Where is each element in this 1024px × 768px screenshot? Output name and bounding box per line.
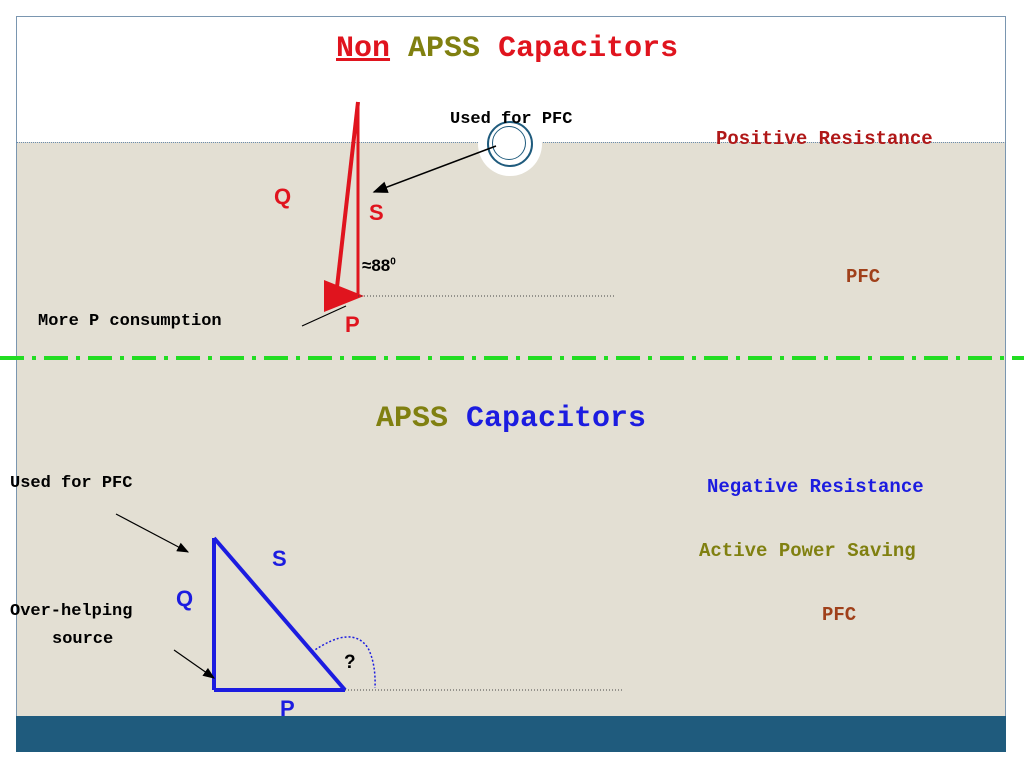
top-p-label: P — [345, 312, 360, 337]
positive-resistance-label: Positive Resistance — [716, 128, 933, 150]
bottom-q-label: Q — [176, 586, 194, 611]
top-title: Non APSS Capacitors — [336, 32, 678, 66]
bottom-triangle-s-side — [212, 536, 347, 692]
angle-value: ≈88 — [362, 256, 391, 275]
over-helping-label-line1: Over-helping — [10, 602, 133, 621]
ornament-circle-icon — [487, 121, 533, 167]
top-triangle-hypotenuse — [334, 101, 360, 297]
top-pfc-arrow — [372, 145, 497, 193]
top-used-for-pfc-label: Used for PFC — [450, 110, 573, 129]
content-panel — [16, 142, 1006, 716]
bottom-s-label: S — [272, 546, 287, 571]
angle-degree: 0 — [390, 256, 396, 268]
bottom-pfc-label: PFC — [822, 604, 857, 626]
bottom-title-capacitors: Capacitors — [466, 402, 647, 436]
more-p-consumption-label: More P consumption — [38, 312, 222, 331]
over-helping-label-line2: source — [52, 630, 114, 649]
bottom-pfc-arrow — [115, 513, 190, 553]
top-angle-label: ≈880 — [362, 256, 396, 276]
more-p-arrow — [301, 305, 347, 327]
top-q-label: Q — [274, 184, 292, 209]
negative-resistance-label: Negative Resistance — [707, 476, 924, 498]
bottom-used-for-pfc-label: Used for PFC — [10, 474, 133, 493]
top-title-apss: APSS — [408, 32, 481, 66]
bottom-angle-question: ? — [344, 652, 356, 673]
top-title-capacitors: Capacitors — [498, 32, 679, 66]
bottom-title-apss: APSS — [376, 402, 449, 436]
top-pfc-label: PFC — [846, 266, 881, 288]
top-s-label: S — [369, 200, 384, 225]
bottom-p-label: P — [280, 696, 295, 721]
bottom-title: APSS Capacitors — [376, 402, 646, 436]
over-helping-arrow — [173, 649, 215, 679]
top-title-non: Non — [336, 32, 391, 66]
footer-bar — [16, 716, 1006, 752]
active-power-saving-label: Active Power Saving — [699, 540, 916, 562]
